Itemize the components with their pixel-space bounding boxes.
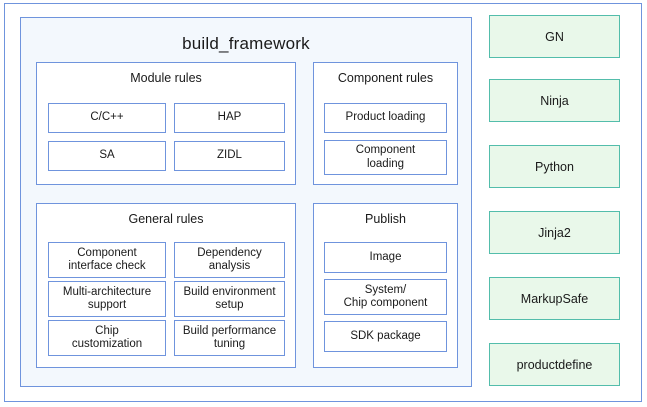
group-title-component-rules: Component rules: [337, 71, 434, 85]
item-dependency-analysis[interactable]: Dependency analysis: [174, 242, 285, 278]
item-build-environment-setup[interactable]: Build environment setup: [174, 281, 285, 317]
tool-python[interactable]: Python: [489, 145, 620, 188]
group-title-module-rules: Module rules: [130, 71, 202, 85]
tool-productdefine[interactable]: productdefine: [489, 343, 620, 386]
item-multi-architecture-support[interactable]: Multi-architecture support: [48, 281, 166, 317]
item-sdk-package[interactable]: SDK package: [324, 321, 447, 352]
item-component-interface-check[interactable]: Component interface check: [48, 242, 166, 278]
group-title-publish: Publish: [365, 212, 406, 226]
tool-markupsafe[interactable]: MarkupSafe: [489, 277, 620, 320]
tool-ninja[interactable]: Ninja: [489, 79, 620, 122]
tool-gn[interactable]: GN: [489, 15, 620, 58]
group-title-general-rules: General rules: [128, 212, 204, 226]
tool-jinja2[interactable]: Jinja2: [489, 211, 620, 254]
item-system-chip-component[interactable]: System/ Chip component: [324, 279, 447, 315]
item-chip-customization[interactable]: Chip customization: [48, 320, 166, 356]
item-hap[interactable]: HAP: [174, 103, 285, 133]
item-c-cpp[interactable]: C/C++: [48, 103, 166, 133]
page-title: build_framework: [182, 34, 310, 53]
item-zidl[interactable]: ZIDL: [174, 141, 285, 171]
item-sa[interactable]: SA: [48, 141, 166, 171]
item-component-loading[interactable]: Component loading: [324, 140, 447, 175]
item-image[interactable]: Image: [324, 242, 447, 273]
item-product-loading[interactable]: Product loading: [324, 103, 447, 133]
item-build-performance-tuning[interactable]: Build performance tuning: [174, 320, 285, 356]
